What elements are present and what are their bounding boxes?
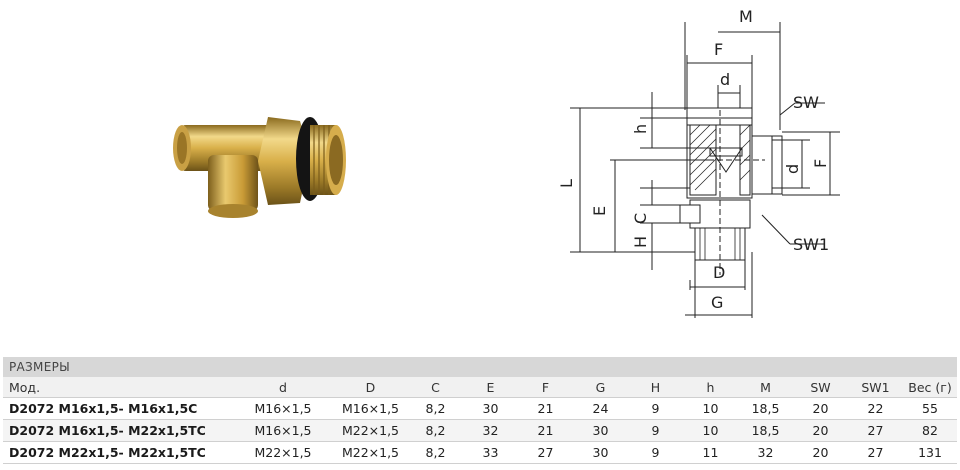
cell-weight: 82 (903, 419, 957, 442)
label-l: L (557, 179, 576, 188)
cell-sw1: 27 (848, 441, 903, 464)
dimensions-table: Мод. d D C E F G H h M SW SW1 Вес (г) D2… (3, 377, 957, 464)
col-header-weight: Вес (г) (903, 377, 957, 398)
cell-weight: 55 (903, 397, 957, 420)
col-header-c: C (408, 377, 463, 398)
cell-f: 27 (518, 441, 573, 464)
brass-fitting-image (173, 117, 346, 218)
cell-c: 8,2 (408, 441, 463, 464)
cell-e: 32 (463, 419, 518, 442)
cell-model: D2072 M16x1,5- M16x1,5C (3, 397, 233, 420)
table-row: D2072 M16x1,5- M22x1,5TC M16×1,5 M22×1,5… (3, 419, 957, 442)
cell-c: 8,2 (408, 397, 463, 420)
col-header-m: M (738, 377, 793, 398)
cell-model: D2072 M16x1,5- M22x1,5TC (3, 419, 233, 442)
col-header-H: H (628, 377, 683, 398)
cell-m: 18,5 (738, 397, 793, 420)
col-header-f: F (518, 377, 573, 398)
col-header-g: G (573, 377, 628, 398)
cell-h: 11 (683, 441, 738, 464)
col-header-sw1: SW1 (848, 377, 903, 398)
label-f-top: F (714, 40, 723, 59)
label-h-large: H (631, 236, 650, 248)
cell-d: M16×1,5 (233, 419, 333, 442)
cell-g: 24 (573, 397, 628, 420)
cell-m: 32 (738, 441, 793, 464)
cell-g: 30 (573, 419, 628, 442)
label-h-small: h (631, 124, 650, 134)
label-d-side: d (783, 164, 802, 174)
cell-sw: 20 (793, 419, 848, 442)
col-header-h: h (683, 377, 738, 398)
cell-D: M22×1,5 (333, 441, 408, 464)
cell-model: D2072 M22x1,5- M22x1,5TC (3, 441, 233, 464)
cell-D: M22×1,5 (333, 419, 408, 442)
product-photo (150, 95, 350, 255)
label-sw1: SW1 (793, 235, 829, 254)
cell-d: M22×1,5 (233, 441, 333, 464)
cell-h: 10 (683, 397, 738, 420)
cell-m: 18,5 (738, 419, 793, 442)
label-d-top: d (720, 70, 730, 89)
col-header-e: E (463, 377, 518, 398)
technical-drawing: M F d SW h d F L E C H SW1 D G (557, 7, 840, 318)
col-header-d: d (233, 377, 333, 398)
label-c: C (631, 213, 650, 224)
cell-H: 9 (628, 419, 683, 442)
label-e: E (590, 206, 609, 216)
cell-weight: 131 (903, 441, 957, 464)
label-m: M (739, 7, 753, 26)
cell-f: 21 (518, 397, 573, 420)
cell-e: 33 (463, 441, 518, 464)
table-header-row: Мод. d D C E F G H h M SW SW1 Вес (г) (3, 377, 957, 398)
section-title: РАЗМЕРЫ (3, 357, 957, 377)
cell-D: M16×1,5 (333, 397, 408, 420)
cell-c: 8,2 (408, 419, 463, 442)
cell-sw: 20 (793, 441, 848, 464)
table-row: D2072 M22x1,5- M22x1,5TC M22×1,5 M22×1,5… (3, 441, 957, 464)
label-d-large: D (713, 263, 725, 282)
cell-f: 21 (518, 419, 573, 442)
cell-sw1: 22 (848, 397, 903, 420)
cell-d: M16×1,5 (233, 397, 333, 420)
cell-e: 30 (463, 397, 518, 420)
col-header-D: D (333, 377, 408, 398)
cell-sw1: 27 (848, 419, 903, 442)
cell-H: 9 (628, 441, 683, 464)
col-header-model: Мод. (3, 377, 233, 398)
cell-h: 10 (683, 419, 738, 442)
label-sw: SW (793, 93, 819, 112)
cell-H: 9 (628, 397, 683, 420)
cell-sw: 20 (793, 397, 848, 420)
table-row: D2072 M16x1,5- M16x1,5C M16×1,5 M16×1,5 … (3, 397, 957, 420)
label-g: G (711, 293, 723, 312)
col-header-sw: SW (793, 377, 848, 398)
dimensions-table-section: РАЗМЕРЫ Мод. d D C E F G H h M SW SW1 (3, 357, 957, 464)
label-f-side: F (811, 159, 830, 168)
cell-g: 30 (573, 441, 628, 464)
